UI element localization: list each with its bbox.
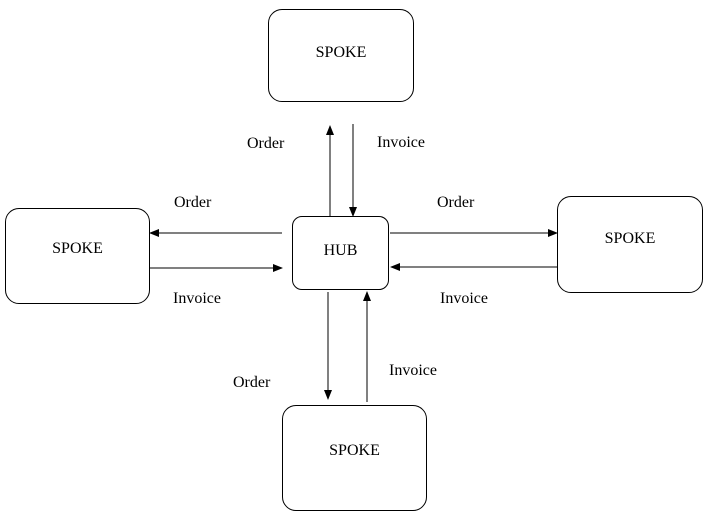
hub-label: HUB: [323, 242, 358, 259]
spoke-left-label: SPOKE: [52, 240, 103, 257]
label-hub-to-right: Order: [437, 194, 475, 211]
label-left-to-hub: Invoice: [173, 290, 221, 307]
spoke-node-bottom: SPOKE: [282, 405, 427, 511]
label-hub-to-left: Order: [174, 194, 212, 211]
spoke-right-label: SPOKE: [604, 229, 656, 247]
spoke-bottom-label: SPOKE: [329, 442, 380, 459]
spoke-node-left: SPOKE: [5, 208, 150, 304]
spoke-node-right: SPOKE: [557, 196, 703, 293]
spoke-top-label: SPOKE: [315, 43, 367, 61]
hub-node: HUB: [292, 216, 389, 290]
label-hub-to-top: Order: [247, 135, 285, 152]
label-right-to-hub: Invoice: [440, 290, 488, 307]
label-bottom-to-hub: Invoice: [389, 362, 437, 379]
label-hub-to-bottom: Order: [233, 374, 271, 391]
spoke-node-top: SPOKE: [268, 9, 414, 102]
label-top-to-hub: Invoice: [377, 134, 425, 151]
